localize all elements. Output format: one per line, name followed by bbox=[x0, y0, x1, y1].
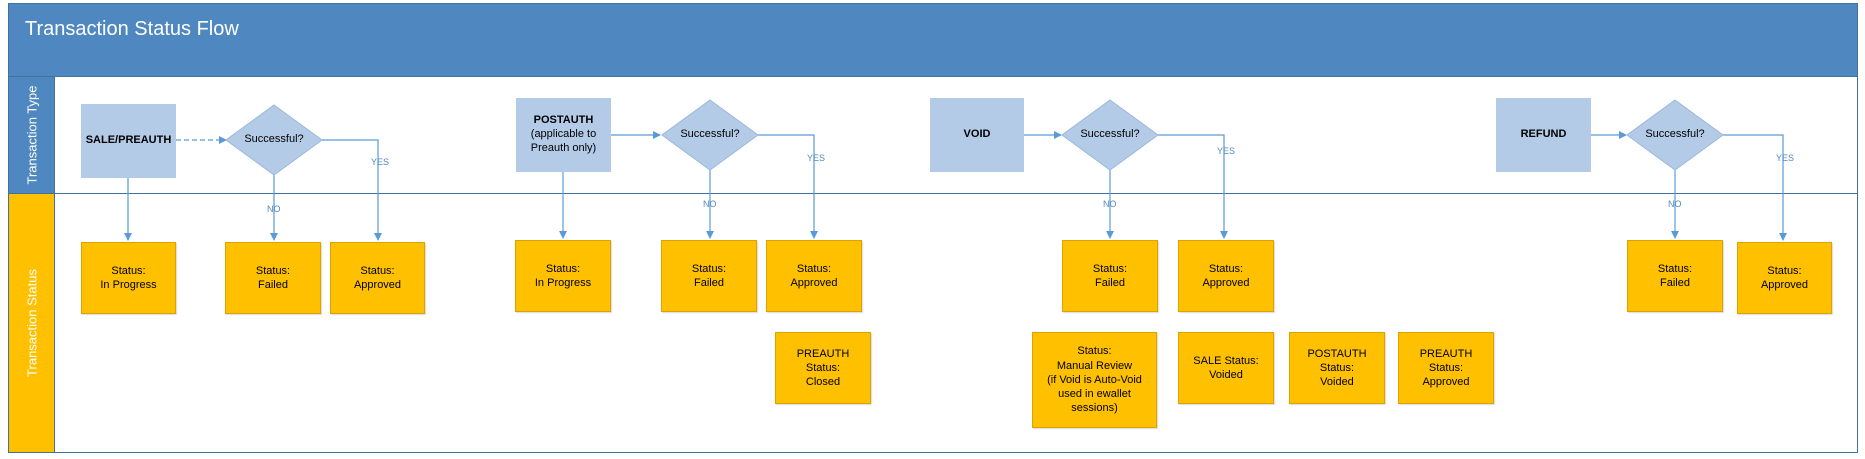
status-preauth-approved: PREAUTH Status: Approved bbox=[1398, 332, 1494, 404]
status-manual-review: Status: Manual Review (if Void is Auto-V… bbox=[1032, 332, 1157, 428]
edge-label-postauth-no: NO bbox=[703, 199, 717, 209]
status-refund-failed: Status: Failed bbox=[1627, 240, 1723, 312]
status-refund-approved: Status: Approved bbox=[1737, 242, 1832, 314]
connector-void-yes bbox=[1158, 134, 1228, 239]
edge-label-sale-yes: YES bbox=[371, 157, 390, 167]
status-postauth-voided: POSTAUTH Status: Voided bbox=[1289, 332, 1385, 404]
edge-label-refund-yes: YES bbox=[1776, 153, 1795, 163]
diagram-title: Transaction Status Flow bbox=[25, 18, 239, 40]
type-box-sale-preauth: SALE/PREAUTH bbox=[81, 104, 176, 178]
decision-diamond-postauth bbox=[661, 99, 759, 171]
edge-label-postauth-yes: YES bbox=[807, 153, 826, 163]
status-sale-approved: Status: Approved bbox=[330, 242, 425, 314]
type-box-refund: REFUND bbox=[1496, 98, 1591, 172]
status-sale-voided: SALE Status: Voided bbox=[1178, 332, 1274, 404]
status-postauth-in-progress: Status: In Progress bbox=[515, 240, 611, 312]
connector-sale-yes bbox=[322, 139, 382, 241]
type-label-sale-preauth: SALE/PREAUTH bbox=[85, 134, 172, 147]
decision-label-void: Successful? bbox=[1080, 128, 1140, 140]
edge-label-void-yes: YES bbox=[1217, 146, 1236, 156]
decision-diamond-sale bbox=[225, 104, 323, 176]
decision-label-postauth: Successful? bbox=[680, 128, 740, 140]
type-label-void: VOID bbox=[963, 128, 991, 141]
type-note-postauth: (applicable to Preauth only) bbox=[530, 128, 597, 154]
type-box-void: VOID bbox=[930, 98, 1024, 172]
lane-header-transaction-type: Transaction Type bbox=[9, 77, 55, 193]
type-box-postauth: POSTAUTH (applicable to Preauth only) bbox=[516, 98, 611, 172]
edge-label-refund-no: NO bbox=[1668, 199, 1682, 209]
decision-diamond-refund bbox=[1626, 99, 1724, 171]
status-preauth-closed: PREAUTH Status: Closed bbox=[775, 332, 871, 404]
status-sale-failed: Status: Failed bbox=[225, 242, 321, 314]
decision-diamond-void bbox=[1061, 99, 1159, 171]
edge-label-sale-no: NO bbox=[267, 204, 281, 214]
type-label-postauth: POSTAUTH bbox=[533, 114, 594, 127]
title-bar: Transaction Status Flow bbox=[8, 3, 1858, 53]
connector-refund-yes bbox=[1723, 134, 1787, 241]
status-sale-in-progress: Status: In Progress bbox=[81, 242, 176, 314]
type-label-refund: REFUND bbox=[1520, 128, 1567, 141]
status-void-failed: Status: Failed bbox=[1062, 240, 1158, 312]
status-void-approved: Status: Approved bbox=[1178, 240, 1274, 312]
header-band bbox=[8, 52, 1858, 77]
connector-postauth-yes bbox=[758, 134, 818, 239]
lane-header-transaction-status: Transaction Status bbox=[9, 194, 55, 452]
status-postauth-approved: Status: Approved bbox=[766, 240, 862, 312]
edge-label-void-no: NO bbox=[1103, 199, 1117, 209]
diagram-frame bbox=[8, 3, 1858, 453]
decision-label-sale: Successful? bbox=[244, 133, 304, 145]
lane-divider bbox=[9, 193, 1857, 194]
decision-label-refund: Successful? bbox=[1645, 128, 1705, 140]
status-postauth-failed: Status: Failed bbox=[661, 240, 757, 312]
